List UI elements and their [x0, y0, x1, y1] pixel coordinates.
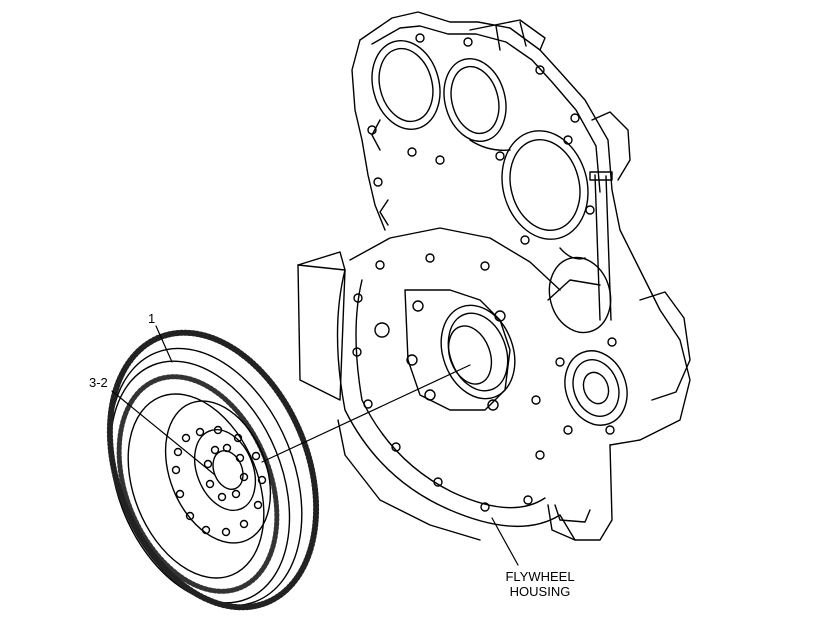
callout-flywheel-housing-line1: FLYWHEEL [505, 569, 575, 584]
assembly-centerline [261, 364, 471, 463]
housing-bolt-holes [352, 253, 545, 512]
flywheel-housing [297, 227, 628, 541]
callout-flywheel-housing-line2: HOUSING [509, 584, 571, 599]
timing-gear-housing [351, 11, 691, 446]
flywheel-bolts [203, 443, 249, 502]
callout-flywheel-housing: FLYWHEEL HOUSING [500, 569, 580, 599]
callout-1: 1 [148, 311, 156, 326]
callout-3-2: 3-2 [89, 375, 108, 390]
flywheel [106, 329, 320, 611]
leader-lines [111, 325, 519, 566]
flywheel-holes [171, 425, 267, 537]
